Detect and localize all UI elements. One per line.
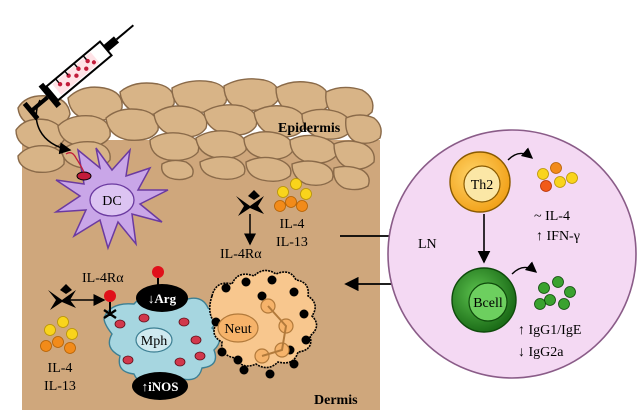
cytokine-dots-icon — [274, 178, 312, 212]
syringe-icon — [22, 24, 135, 121]
blocked-receptor-icon — [236, 190, 264, 216]
th2-output-ifng: ↑ IFN-γ — [536, 229, 580, 244]
upper-il4-label: IL-4 — [280, 217, 305, 232]
dc-label: DC — [102, 194, 121, 209]
b-secretion-arrow — [511, 261, 538, 275]
dendritic-cell: DC — [53, 147, 169, 251]
lymph-node — [387, 129, 637, 379]
bcell-label: Bcell — [473, 296, 503, 311]
b-output-igg2a: ↓ IgG2a — [518, 345, 564, 360]
macrophage-cell: Mph — [103, 294, 221, 386]
th2-label: Th2 — [471, 178, 494, 193]
ln-label: LN — [418, 237, 437, 252]
upper-il4ra-label: IL-4Rα — [220, 247, 262, 262]
th2-output-il4: ~ IL-4 — [534, 209, 570, 224]
inos-badge — [132, 372, 188, 400]
th2-cell: Th2 — [449, 151, 511, 213]
blocked-receptor-icon — [48, 284, 76, 310]
b-cell: Bcell — [451, 267, 517, 333]
lower-il4-label: IL-4 — [48, 361, 73, 376]
lower-il4ra-label: IL-4Rα — [82, 271, 124, 286]
dc-antigen-trail — [65, 152, 85, 173]
antibody-dots-icon — [534, 276, 576, 310]
arg-badge — [136, 284, 188, 312]
inos-label: ↑iNOS — [142, 379, 179, 394]
th2-secretion-arrow — [507, 147, 534, 161]
arg-label: ↓Arg — [148, 291, 177, 306]
b-output-igg1: ↑ IgG1/IgE — [518, 323, 581, 338]
epidermis-label: Epidermis — [278, 121, 341, 136]
epidermis-layer — [15, 78, 382, 191]
neutrophil-cell: Neut — [208, 269, 318, 379]
cytokine-dots-icon — [537, 162, 578, 192]
lower-il13-label: IL-13 — [44, 379, 76, 394]
injection-arrow — [35, 99, 72, 155]
upper-il13-label: IL-13 — [276, 235, 308, 250]
neut-label: Neut — [224, 322, 251, 337]
dermis-label: Dermis — [314, 393, 358, 408]
inhibitor-marker — [103, 290, 117, 319]
mph-label: Mph — [141, 334, 167, 349]
cytokine-dots-icon — [40, 316, 78, 354]
